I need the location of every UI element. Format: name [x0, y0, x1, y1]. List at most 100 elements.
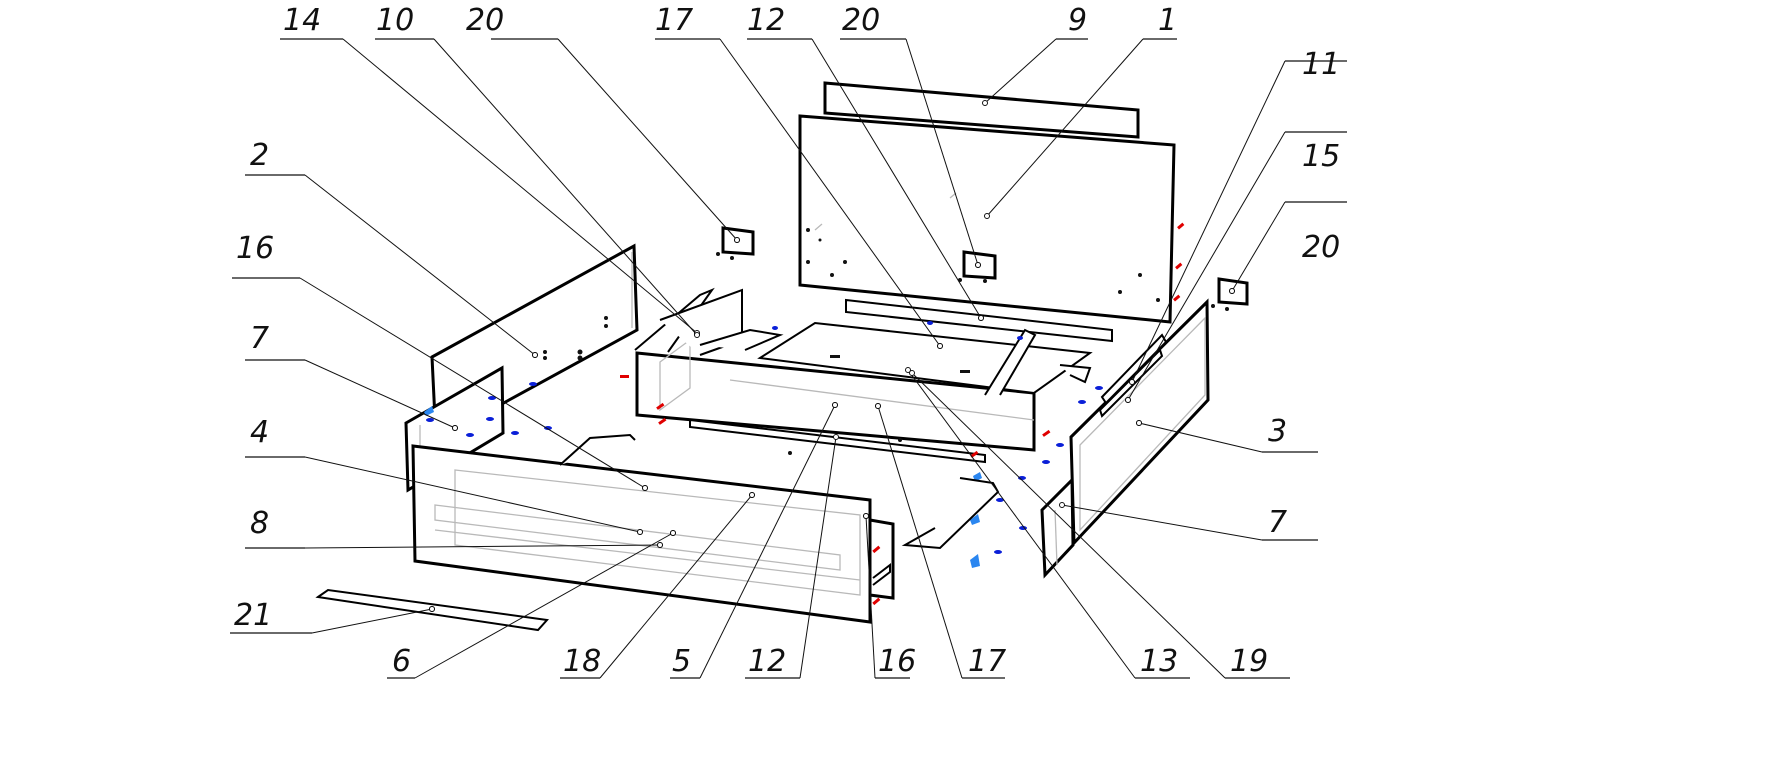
callout-number: 1 — [1158, 3, 1177, 38]
callout-19: 19 — [909, 370, 1290, 679]
callout-leader-line — [984, 38, 1057, 104]
callout-anchor-dot — [1129, 379, 1135, 385]
callout-number: 19 — [1230, 644, 1268, 679]
callout-number: 21 — [234, 598, 272, 633]
callout-anchor-dot — [937, 343, 943, 349]
callout-16: 16 — [863, 513, 916, 679]
callout-anchor-dot — [1059, 502, 1065, 508]
callout-number: 6 — [392, 644, 411, 679]
callout-21: 21 — [230, 598, 435, 634]
callout-11: 11 — [1129, 47, 1347, 385]
callout-15: 15 — [1125, 131, 1347, 403]
callout-anchor-dot — [532, 352, 538, 358]
callout-10: 10 — [375, 3, 700, 338]
callout-leader-line — [557, 38, 738, 241]
callout-anchor-dot — [905, 367, 911, 373]
callout-5: 5 — [670, 402, 838, 679]
callout-6: 6 — [387, 530, 676, 679]
headboard-top-rail — [823, 81, 1140, 139]
callout-leader-line — [811, 38, 982, 319]
callout-13: 13 — [905, 367, 1190, 679]
callout-anchor-dot — [1136, 420, 1142, 426]
callout-number: 7 — [1268, 505, 1287, 540]
callout-leader-line — [599, 494, 753, 679]
callout-leader-line — [433, 38, 698, 336]
callout-leader-line — [986, 38, 1144, 217]
callout-7: 7 — [245, 321, 458, 431]
callout-leader-line — [1061, 504, 1263, 541]
callout-17: 17 — [875, 403, 1006, 679]
callout-number: 13 — [1140, 644, 1178, 679]
callout-3: 3 — [1136, 414, 1318, 453]
callout-leader-line — [304, 456, 641, 533]
callout-number: 3 — [1268, 414, 1287, 449]
callout-anchor-dot — [694, 332, 700, 338]
callout-12: 12 — [745, 434, 839, 679]
callout-leader-line — [719, 38, 941, 347]
callout-16: 16 — [232, 231, 648, 491]
callout-number: 17 — [655, 3, 693, 38]
callout-number: 17 — [968, 644, 1006, 679]
callout-leader-line — [907, 369, 1136, 679]
callout-anchor-dot — [875, 403, 881, 409]
callout-number: 12 — [747, 3, 785, 38]
callout-anchor-dot — [1125, 397, 1131, 403]
callout-anchor-dot — [429, 606, 435, 612]
lift-mechanism-left — [634, 287, 784, 356]
callout-8: 8 — [245, 506, 663, 549]
corner-bracket-front — [868, 518, 895, 606]
callout-leader-line — [1138, 422, 1263, 453]
callout-number: 9 — [1068, 3, 1087, 38]
callout-anchor-dot — [982, 100, 988, 106]
callout-18: 18 — [560, 492, 755, 679]
callout-leader-line — [911, 372, 1226, 679]
callout-leader-line — [905, 38, 979, 266]
callout-number: 14 — [283, 3, 321, 38]
mounting-plate-left — [716, 226, 755, 260]
callout-anchor-dot — [657, 542, 663, 548]
callout-anchor-dot — [978, 315, 984, 321]
callout-number: 20 — [1302, 230, 1340, 265]
callout-leader-line — [342, 38, 698, 334]
callout-leader-line — [699, 404, 836, 679]
callout-anchor-dot — [832, 402, 838, 408]
mounting-plate-right — [1211, 277, 1249, 311]
callout-9: 9 — [982, 3, 1088, 106]
callout-leader-line — [414, 532, 674, 679]
callout-number: 11 — [1302, 47, 1340, 82]
callout-anchor-dot — [863, 513, 869, 519]
support-bracket-right — [901, 477, 1000, 550]
fastener-set-right — [772, 321, 1103, 568]
callout-leader-line — [1127, 131, 1286, 401]
callout-number: 5 — [672, 644, 691, 679]
callout-12: 12 — [747, 3, 984, 321]
callout-number: 8 — [250, 506, 269, 541]
callout-leader-line — [799, 436, 837, 679]
callout-anchor-dot — [975, 262, 981, 268]
callout-number: 16 — [236, 231, 274, 266]
callout-number: 7 — [250, 321, 269, 356]
callout-anchor-dot — [670, 530, 676, 536]
callout-anchor-dot — [909, 370, 915, 376]
callout-anchor-dot — [1229, 288, 1235, 294]
footboard — [411, 433, 872, 624]
callout-leader-line — [1231, 201, 1286, 292]
callout-leader-line — [311, 608, 433, 634]
callout-number: 2 — [250, 138, 269, 173]
callout-anchor-dot — [833, 434, 839, 440]
callout-anchor-dot — [637, 529, 643, 535]
callout-number: 18 — [563, 644, 601, 679]
callout-number: 4 — [250, 415, 269, 450]
callout-number: 10 — [376, 3, 414, 38]
callout-leader-line — [304, 359, 456, 429]
callout-leader-line — [1131, 60, 1286, 383]
callout-number: 15 — [1302, 139, 1340, 174]
callout-leader-line — [299, 277, 646, 489]
callout-anchor-dot — [452, 425, 458, 431]
callout-17: 17 — [655, 3, 943, 349]
callout-leader-line — [877, 405, 963, 679]
callout-4: 4 — [245, 415, 643, 535]
callout-20: 20 — [1229, 201, 1347, 294]
